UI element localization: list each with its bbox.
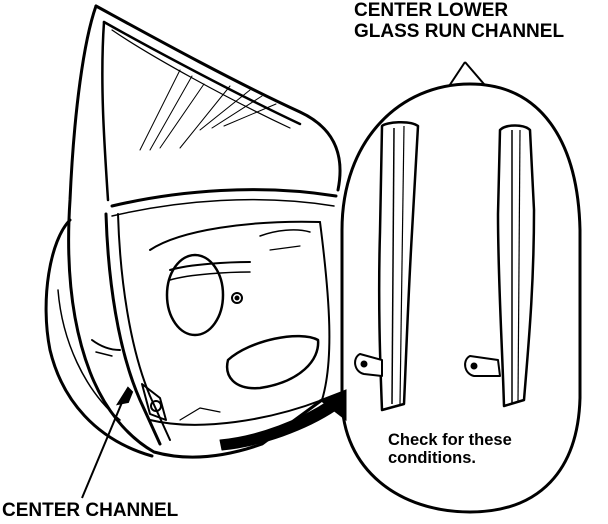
label-top-line-1: CENTER LOWER: [354, 0, 509, 21]
label-top-line-2: GLASS RUN CHANNEL: [354, 21, 565, 43]
center-channel-label: CENTER CHANNEL: [2, 500, 179, 521]
glass-run-channel-left: [354, 121, 420, 412]
label-check-line-1: Check for these: [388, 431, 512, 449]
glass-run-channel-right: [464, 124, 536, 408]
check-conditions-label: Check for these conditions.: [388, 431, 512, 468]
label-check-line-2: conditions.: [388, 449, 476, 468]
center-lower-glass-run-channel-label: CENTER LOWER GLASS RUN CHANNEL: [354, 0, 564, 43]
door-illustration: [44, 4, 342, 459]
